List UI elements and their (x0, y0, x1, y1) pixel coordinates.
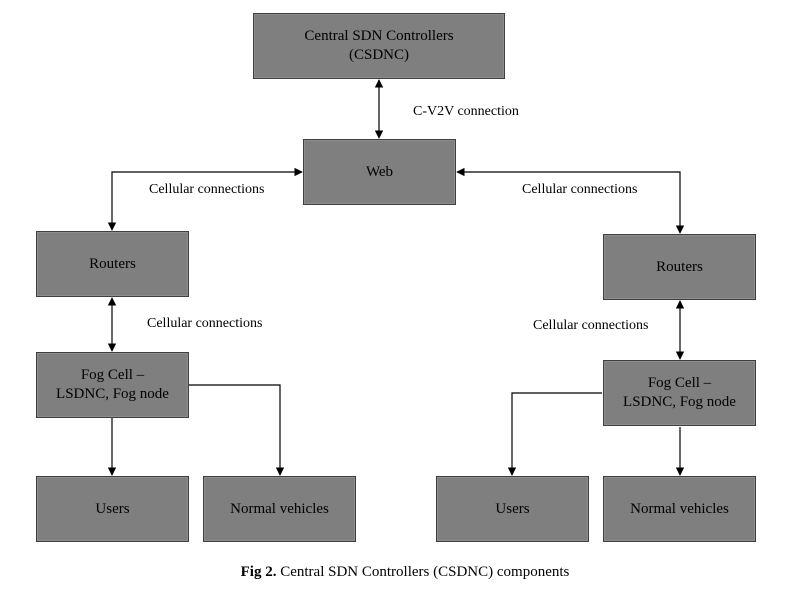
cell-router-right-label: Cellular connections (533, 318, 649, 333)
vehicles-left-box: Normal vehicles (203, 476, 356, 542)
users-left-box: Users (36, 476, 189, 542)
fog-users-right-arrow (507, 392, 602, 476)
fog-right-line-1: Fog Cell – (647, 375, 712, 391)
csdnc-line-1: Central SDN Controllers (304, 28, 454, 44)
web-routers-right-arrow (456, 167, 685, 234)
web-routers-left-arrow (107, 167, 303, 231)
fog-right-box: Fog Cell – LSDNC, Fog node (603, 360, 756, 426)
caption-text: Central SDN Controllers (CSDNC) componen… (276, 564, 570, 580)
csdnc-box: Central SDN Controllers (CSDNC) (253, 13, 505, 79)
csdnc-line-2: (CSDNC) (348, 47, 409, 63)
vehicles-left-label: Normal vehicles (230, 500, 329, 517)
fog-left-box: Fog Cell – LSDNC, Fog node (36, 352, 189, 418)
fog-left-line-2: LSDNC, Fog node (56, 386, 169, 402)
cell-web-right-label: Cellular connections (522, 182, 638, 197)
cell-router-left-label: Cellular connections (147, 316, 263, 331)
vehicles-right-label: Normal vehicles (630, 500, 729, 517)
caption-prefix: Fig 2. (240, 564, 277, 580)
vehicles-right-box: Normal vehicles (603, 476, 756, 542)
web-box: Web (303, 139, 456, 205)
fog-left-line-1: Fog Cell – (80, 367, 145, 383)
routers-left-label: Routers (89, 255, 136, 272)
routers-left-box: Routers (36, 231, 189, 297)
fog-right-line-2: LSDNC, Fog node (623, 394, 736, 410)
fog-vehicles-left-arrow (189, 384, 285, 476)
c-v2v-label: C-V2V connection (413, 104, 519, 119)
users-right-label: Users (495, 500, 530, 517)
users-left-label: Users (95, 500, 130, 517)
cell-web-left-label: Cellular connections (149, 182, 265, 197)
users-right-box: Users (436, 476, 589, 542)
routers-right-box: Routers (603, 234, 756, 300)
web-label: Web (365, 163, 394, 180)
routers-right-label: Routers (656, 258, 703, 275)
figure-caption: Fig 2. Central SDN Controllers (CSDNC) c… (0, 564, 810, 581)
